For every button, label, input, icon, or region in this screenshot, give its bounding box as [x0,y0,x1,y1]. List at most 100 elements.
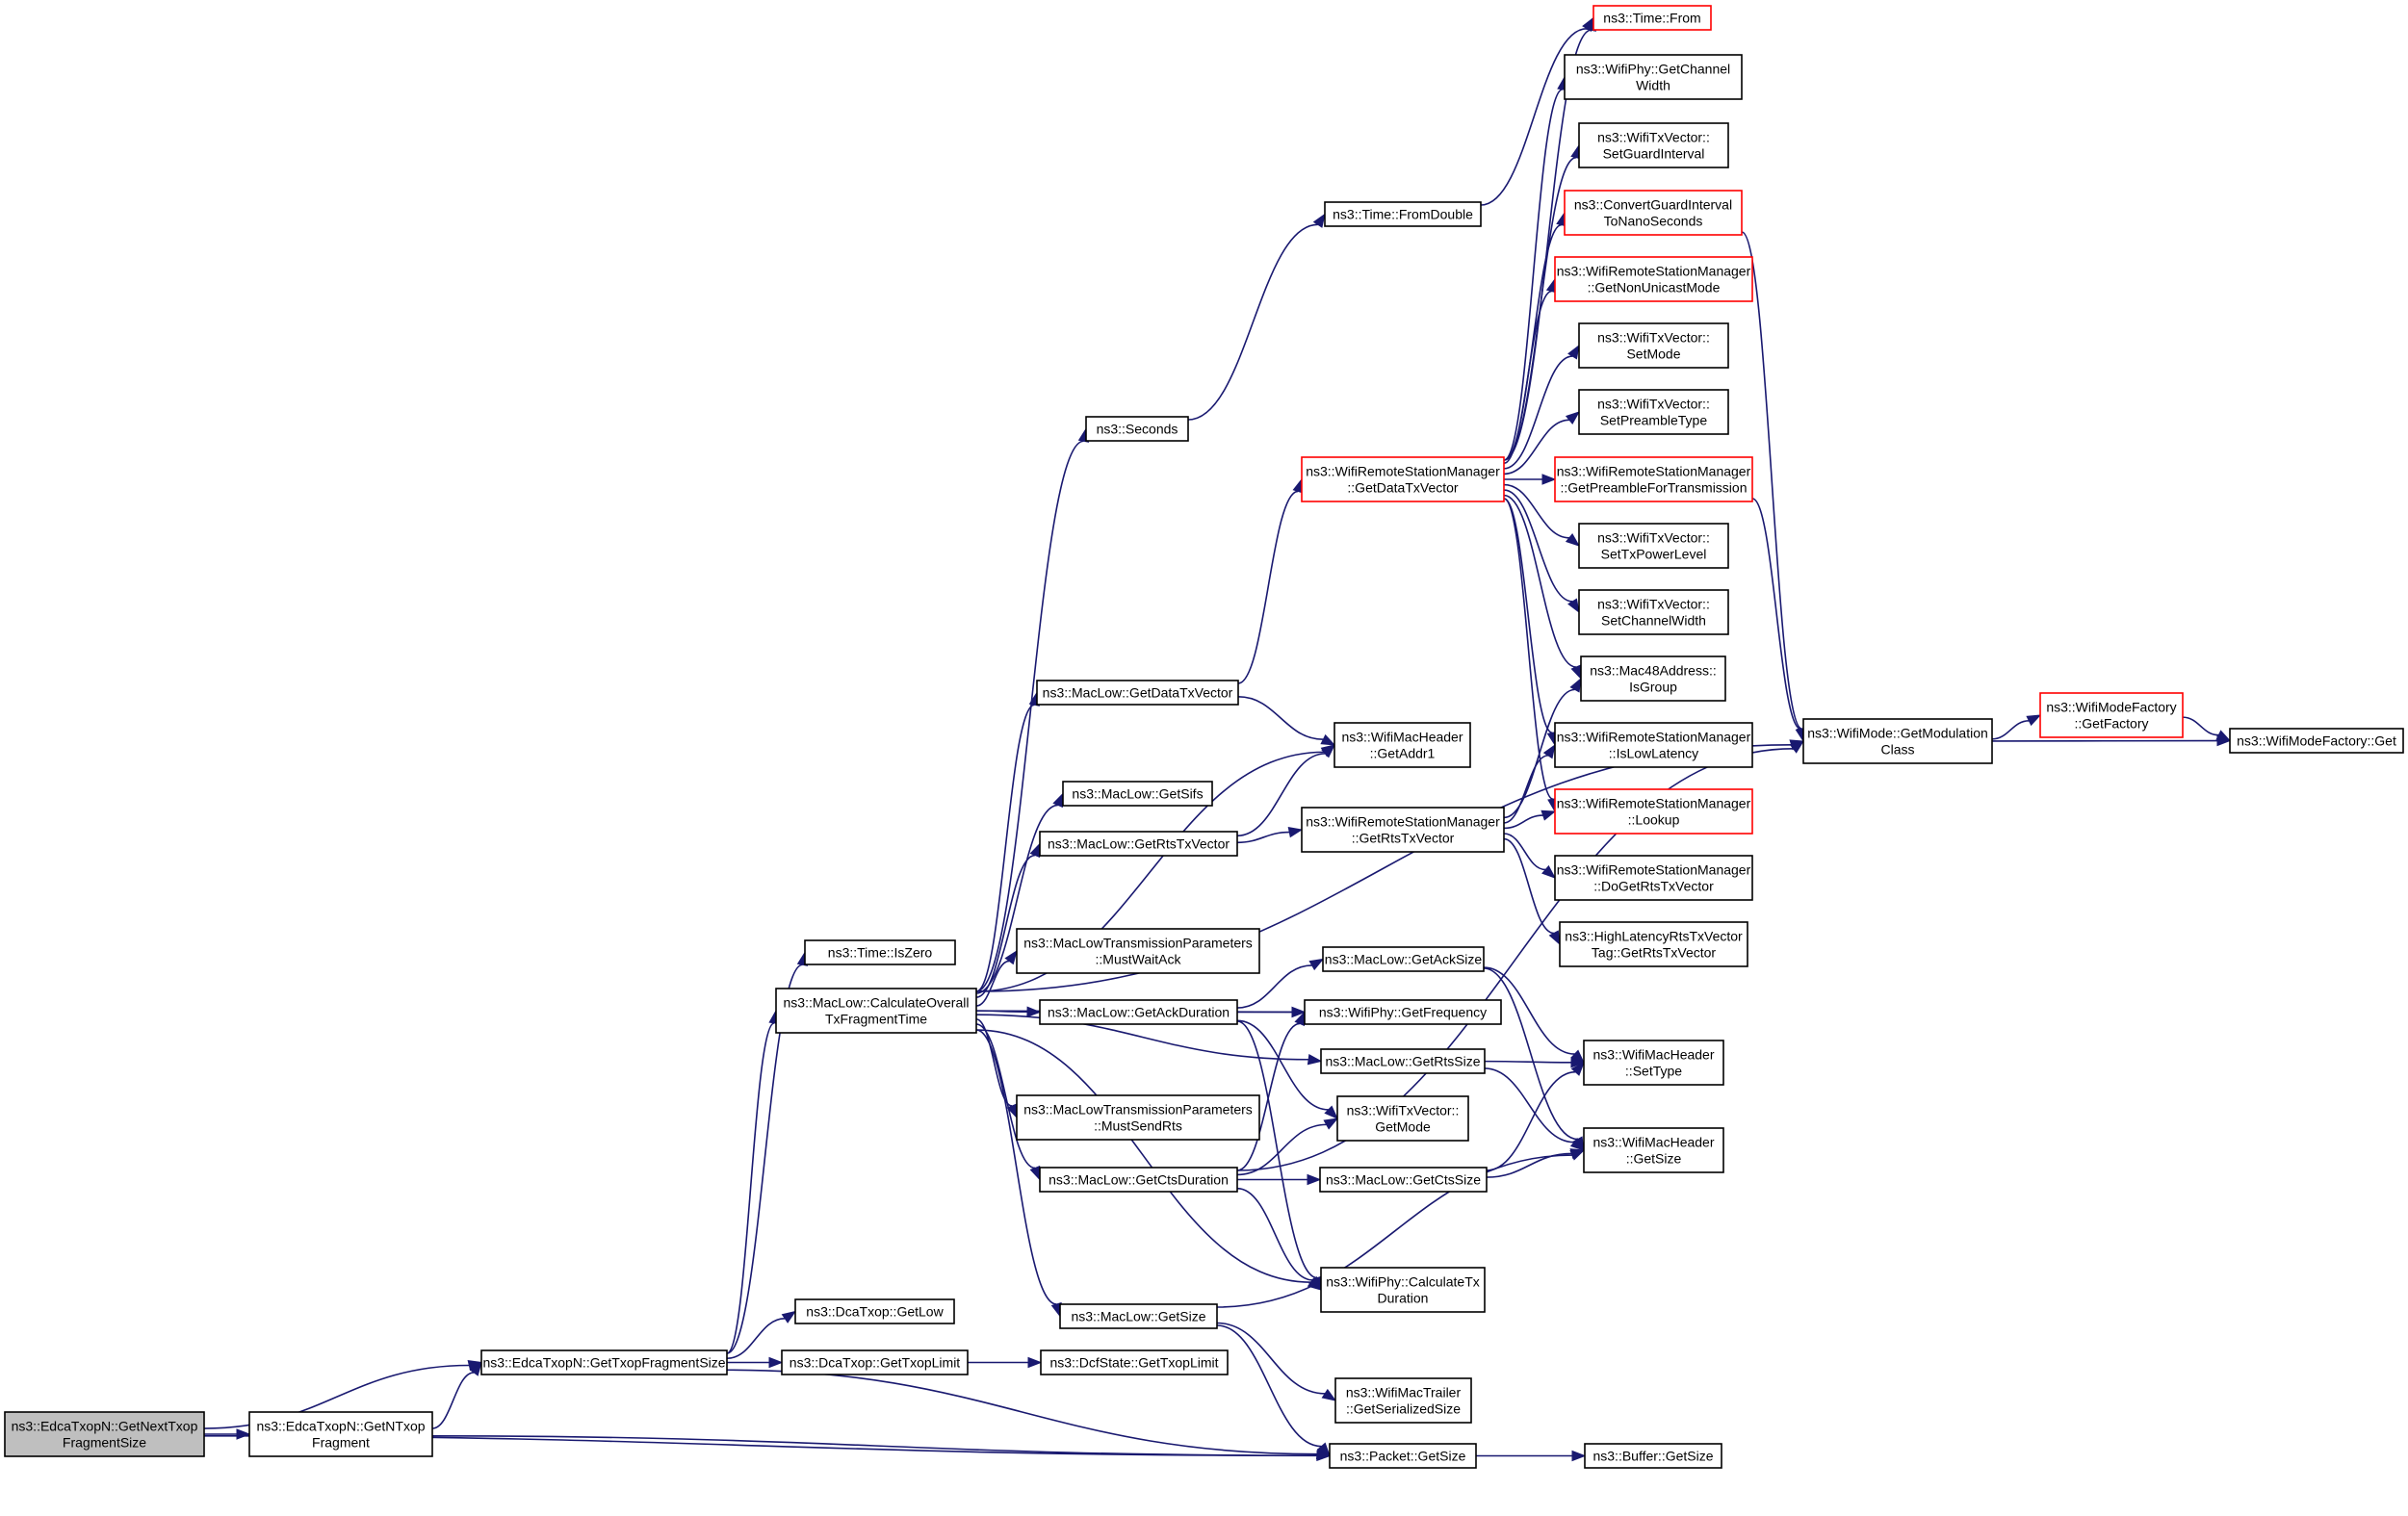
edge-mac-get-cts-duration-to-phy-calc-tx-dur [1236,1187,1322,1292]
node-mac-get-ack-duration[interactable]: ns3::MacLow::GetAckDuration [1039,999,1238,1025]
edge-line [1236,1187,1313,1281]
node-mac48-is-group[interactable]: ns3::Mac48Address::IsGroup [1580,655,1726,702]
edge-get-txop-frag-size-to-packet-get-size [726,1369,1332,1460]
node-wrsm-get-non-uni[interactable]: ns3::WifiRemoteStationManager::GetNonUni… [1554,256,1753,302]
node-label-line: ::GetPreambleForTransmission [1561,480,1748,496]
node-buffer-get-size[interactable]: ns3::Buffer::GetSize [1584,1443,1722,1469]
node-label-line: ns3::WifiMacHeader [1592,1135,1714,1150]
node-label-line: Width [1636,78,1670,93]
edge-line [975,1014,1309,1061]
node-mac-get-rts-size[interactable]: ns3::MacLow::GetRtsSize [1320,1048,1486,1074]
node-wmh-set-type[interactable]: ns3::WifiMacHeader::SetType [1583,1040,1724,1086]
node-wrsm-do-get-rts[interactable]: ns3::WifiRemoteStationManager::DoGetRtsT… [1554,855,1753,901]
edge-mac-get-cts-size-to-wmh-set-type [1486,1061,1585,1171]
node-label-line: SetGuardInterval [1603,146,1705,162]
node-time-from[interactable]: ns3::Time::From [1592,5,1712,31]
edge-line [975,704,1035,992]
edge-mac-get-cts-size-to-wmh-get-size [1486,1148,1586,1178]
node-wrsm-is-low-lat[interactable]: ns3::WifiRemoteStationManager::IsLowLate… [1554,722,1753,768]
edge-arrowhead [1570,1057,1586,1068]
edge-arrowhead [1316,1450,1332,1461]
node-box [1802,718,1993,764]
edge-calc-overall-to-mac-get-rts-tx-vector [975,842,1041,998]
node-wrsm-get-preamble[interactable]: ns3::WifiRemoteStationManager::GetPreamb… [1554,456,1753,502]
node-label-line: ns3::WifiMode::GetModulation [1807,726,1988,741]
node-label-line: ns3::WifiModeFactory [2046,700,2176,715]
node-box [1304,999,1502,1025]
node-box [775,988,977,1034]
node-time-is-zero[interactable]: ns3::Time::IsZero [804,939,956,965]
node-box [1336,1095,1469,1142]
node-label-line: ns3::WifiMacHeader [1341,730,1463,745]
node-packet-get-size[interactable]: ns3::Packet::GetSize [1329,1443,1477,1469]
node-label-line: ns3::WifiTxVector:: [1597,397,1710,412]
node-txv-set-mode[interactable]: ns3::WifiTxVector::SetMode [1578,322,1729,369]
edge-arrowhead [1567,344,1580,360]
node-wrsm-get-data-tx-vector[interactable]: ns3::WifiRemoteStationManager::GetDataTx… [1301,456,1505,502]
node-box [1578,523,1729,569]
edge-line [2182,716,2219,736]
node-label-line: IsGroup [1629,680,1677,695]
edge-arrowhead [1541,809,1557,821]
node-mac-get-sifs[interactable]: ns3::MacLow::GetSifs [1062,781,1213,807]
edge-mac-get-size-to-packet-get-size [1216,1324,1331,1457]
node-txv-set-tx-power[interactable]: ns3::WifiTxVector::SetTxPowerLevel [1578,523,1729,569]
node-must-wait-ack[interactable]: ns3::MacLowTransmissionParameters::MustW… [1016,928,1260,974]
node-box [1039,999,1238,1025]
node-label-line: FragmentSize [63,1435,146,1451]
node-label-line: ns3::WifiRemoteStationManager [1557,464,1751,479]
node-must-send-rts[interactable]: ns3::MacLowTransmissionParameters::MustS… [1016,1094,1260,1141]
edge-wrsm-get-rts-tx-vector-to-wrsm-do-get-rts [1503,833,1557,879]
edge-line [1486,1152,1572,1178]
edge-mac-get-rts-size-to-wmh-set-type [1484,1057,1586,1068]
node-label-line: ns3::MacLow::GetSize [1071,1309,1205,1324]
node-label-line: SetMode [1626,347,1680,362]
node-seconds[interactable]: ns3::Seconds [1085,416,1189,442]
node-wmf-get-factory[interactable]: ns3::WifiModeFactory::GetFactory [2039,692,2184,738]
edge-line [1503,498,1554,800]
node-txv-set-chan-width[interactable]: ns3::WifiTxVector::SetChannelWidth [1578,589,1729,635]
node-mac-get-data-tx-vector[interactable]: ns3::MacLow::GetDataTxVector [1036,680,1239,706]
node-label-line: ns3::WifiTxVector:: [1347,1103,1460,1118]
node-wmf-get[interactable]: ns3::WifiModeFactory::Get [2229,728,2404,754]
node-wrsm-lookup[interactable]: ns3::WifiRemoteStationManager::Lookup [1554,788,1753,835]
node-dca-get-txop-limit[interactable]: ns3::DcaTxop::GetTxopLimit [781,1349,969,1375]
node-phy-get-frequency[interactable]: ns3::WifiPhy::GetFrequency [1304,999,1502,1025]
node-hl-rts-tag[interactable]: ns3::HighLatencyRtsTxVectorTag::GetRtsTx… [1559,921,1748,967]
node-mac-get-ack-size[interactable]: ns3::MacLow::GetAckSize [1322,946,1485,972]
edge-arrowhead [768,1356,784,1369]
node-txv-get-mode[interactable]: ns3::WifiTxVector::GetMode [1336,1095,1469,1142]
node-dca-get-low[interactable]: ns3::DcaTxop::GetLow [794,1298,955,1324]
edge-mac-get-size-to-wmt-get-ser-size [1216,1322,1337,1401]
edge-line [975,1010,1028,1014]
node-wmh-get-size[interactable]: ns3::WifiMacHeader::GetSize [1583,1127,1724,1173]
node-txv-set-preamble[interactable]: ns3::WifiTxVector::SetPreambleType [1578,389,1729,435]
node-dcf-get-txop-limit[interactable]: ns3::DcfState::GetTxopLimit [1040,1349,1229,1375]
edge-arrowhead [1320,733,1336,746]
edge-line [1236,831,1290,844]
edge-calc-overall-to-seconds [975,427,1090,992]
node-txv-set-guard[interactable]: ns3::WifiTxVector::SetGuardInterval [1578,122,1729,168]
node-mac-get-rts-tx-vector[interactable]: ns3::MacLow::GetRtsTxVector [1039,831,1238,857]
node-label-line: ::IsLowLatency [1609,746,1698,761]
node-mac-get-cts-duration[interactable]: ns3::MacLow::GetCtsDuration [1039,1167,1238,1193]
node-time-from-double[interactable]: ns3::Time::FromDouble [1324,201,1482,227]
node-mac-get-size[interactable]: ns3::MacLow::GetSize [1059,1303,1218,1329]
edge-line [1503,837,1555,935]
node-calc-overall[interactable]: ns3::MacLow::CalculateOverallTxFragmentT… [775,988,977,1034]
edge-arrowhead [1323,1118,1339,1130]
edge-mac-get-ack-duration-to-txv-get-mode [1236,1019,1338,1119]
node-get-txop-frag-size[interactable]: ns3::EdcaTxopN::GetTxopFragmentSize [480,1349,728,1375]
edge-get-ntxop-frag-to-packet-get-size [431,1435,1332,1461]
node-wmh-get-addr1[interactable]: ns3::WifiMacHeader::GetAddr1 [1333,722,1471,768]
node-wrsm-get-rts-tx-vector[interactable]: ns3::WifiRemoteStationManager::GetRtsTxV… [1301,807,1505,853]
node-mac-get-cts-size[interactable]: ns3::MacLow::GetCtsSize [1319,1167,1488,1193]
edge-line [1991,719,2030,740]
node-wmt-get-ser-size[interactable]: ns3::WifiMacTrailer::GetSerializedSize [1334,1377,1472,1424]
